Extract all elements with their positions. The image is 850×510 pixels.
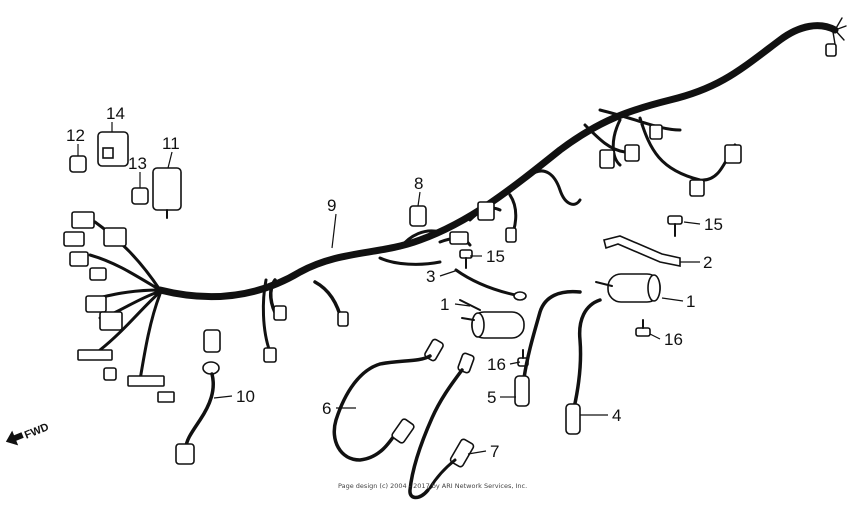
part-6-high-tension-lead[interactable] xyxy=(332,338,444,462)
callout-9: 9 xyxy=(327,196,336,215)
part-11-relay[interactable] xyxy=(152,167,182,219)
main-wire-harness[interactable] xyxy=(156,17,847,363)
callout-15-lower: 15 xyxy=(486,247,505,266)
callout-7: 7 xyxy=(490,442,499,461)
callout-12: 12 xyxy=(66,126,85,145)
callout-2: 2 xyxy=(703,253,712,272)
forward-arrow-icon xyxy=(5,430,24,446)
left-connector-cluster[interactable] xyxy=(63,211,175,403)
callout-5: 5 xyxy=(487,388,496,407)
callout-leader-lines xyxy=(77,122,701,455)
part-13-connector[interactable] xyxy=(131,187,149,205)
copyright-footer: Page design (c) 2004 - 2017 by ARI Netwo… xyxy=(338,482,527,490)
part-7-high-tension-lead[interactable] xyxy=(408,352,475,500)
callout-8: 8 xyxy=(414,174,423,193)
callout-1-left: 1 xyxy=(440,295,449,314)
callout-16-left: 16 xyxy=(487,355,506,374)
part-8-connector[interactable] xyxy=(409,205,427,227)
part-10-sensor-lead[interactable] xyxy=(175,329,221,465)
part-1-ignition-coil-left[interactable] xyxy=(459,299,525,339)
part-5-high-tension-lead[interactable] xyxy=(514,289,582,407)
part-12-connector[interactable] xyxy=(69,155,87,173)
callout-10: 10 xyxy=(236,387,255,406)
callout-16-right: 16 xyxy=(664,330,683,349)
part-16-bolt-right[interactable] xyxy=(635,319,651,337)
callout-13: 13 xyxy=(128,154,147,173)
part-15-bolt-lower[interactable] xyxy=(459,249,473,269)
callout-15-upper: 15 xyxy=(704,215,723,234)
callout-11: 11 xyxy=(162,134,180,153)
part-1-ignition-coil-right[interactable] xyxy=(595,273,661,303)
part-4-high-tension-lead[interactable] xyxy=(565,298,602,435)
callout-3: 3 xyxy=(426,267,435,286)
forward-direction-indicator: FWD xyxy=(5,421,51,446)
part-15-bolt-upper[interactable] xyxy=(667,215,683,237)
part-14-relay[interactable] xyxy=(97,131,129,167)
callout-14: 14 xyxy=(106,104,125,123)
fwd-label: FWD xyxy=(23,421,51,442)
callout-1-right: 1 xyxy=(686,292,695,311)
callout-6: 6 xyxy=(322,399,331,418)
part-2-coil-bracket[interactable] xyxy=(603,235,681,267)
callout-4: 4 xyxy=(612,406,621,425)
part-3-bracket[interactable] xyxy=(454,268,527,301)
